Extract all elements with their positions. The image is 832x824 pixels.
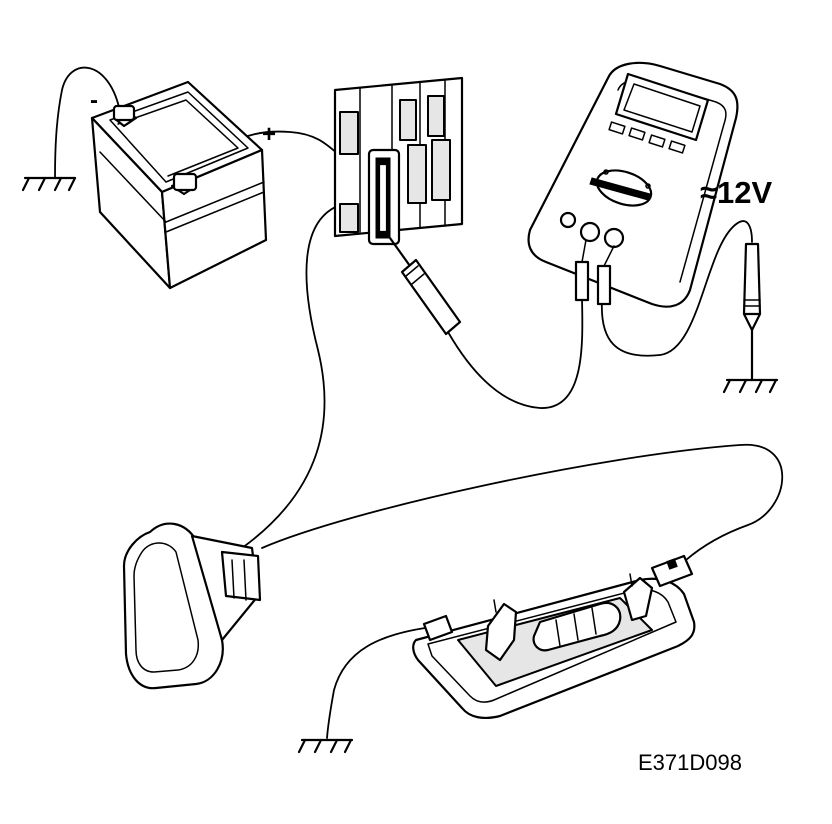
door-switch-icon	[122, 522, 262, 690]
multimeter-icon	[527, 61, 739, 308]
battery-positive-label: +	[262, 121, 276, 148]
wire-meter-com-lead	[600, 220, 753, 357]
battery-icon	[90, 80, 268, 290]
wire-lamp-to-ground	[326, 627, 426, 739]
fuse-box-icon	[333, 76, 464, 246]
wire-battery-negative-ground	[54, 66, 121, 179]
ground-symbol-icon	[722, 378, 779, 394]
wire-probe-to-meter	[447, 297, 584, 409]
meter-reading-label: ≈12V	[700, 175, 772, 210]
ground-symbol-icon	[297, 738, 354, 754]
wire-switch-to-lamp	[261, 444, 784, 561]
figure-code-label: E371D098	[638, 750, 742, 775]
ground-symbol-icon	[21, 176, 77, 192]
probe-icon	[388, 236, 462, 336]
battery-negative-label: -	[90, 87, 98, 114]
courtesy-lamp-icon	[412, 554, 696, 719]
probe-icon	[742, 242, 762, 382]
wire-fuse-to-door-switch	[241, 204, 341, 549]
